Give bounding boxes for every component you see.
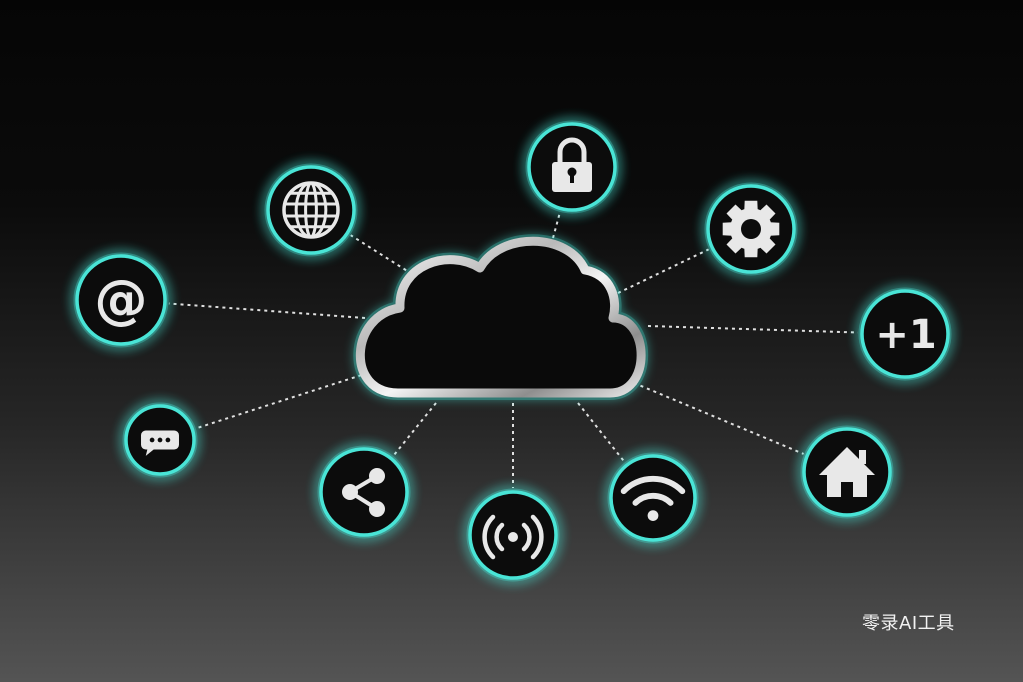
chat-bubble-icon: [141, 430, 179, 456]
home-icon: [819, 447, 875, 497]
cloud-hub: [353, 234, 648, 400]
at-sign-label: @: [94, 268, 147, 330]
connector-gear: [617, 248, 710, 294]
share-icon: [342, 468, 385, 517]
gear-icon: [722, 200, 780, 258]
node-chat-bubble: [122, 402, 198, 478]
node-globe: [264, 163, 358, 257]
globe-icon: [282, 181, 340, 239]
connector-at-sign: [168, 302, 366, 319]
node-gear: [704, 182, 798, 276]
node-broadcast: [466, 488, 560, 582]
connector-home: [633, 382, 804, 455]
connector-padlock: [552, 212, 561, 239]
connector-share: [392, 402, 437, 457]
watermark-text: 零录AI工具: [862, 613, 955, 634]
node-wifi: [607, 452, 699, 544]
wifi-icon: [620, 475, 686, 521]
broadcast-icon: [482, 514, 544, 560]
node-home: [800, 425, 894, 519]
node-ring: [75, 254, 167, 346]
at-sign-icon: @: [94, 268, 147, 330]
connector-chat-bubble: [195, 372, 369, 430]
cloud-shape: [355, 236, 646, 398]
plus-one-icon: +1: [875, 312, 936, 358]
connector-wifi: [577, 402, 626, 463]
connector-plus-one: [647, 325, 859, 334]
connector-globe: [350, 234, 413, 275]
node-share: [317, 445, 411, 539]
node-ring: [319, 447, 409, 537]
connector-lines: [168, 212, 859, 488]
node-ring: [860, 289, 950, 379]
node-plus-one: +1: [858, 287, 952, 381]
node-padlock: [525, 120, 619, 214]
node-at-sign: @: [73, 252, 169, 348]
node-ring: [266, 165, 356, 255]
plus-one-label: +1: [875, 312, 936, 358]
padlock-icon: [552, 137, 592, 192]
